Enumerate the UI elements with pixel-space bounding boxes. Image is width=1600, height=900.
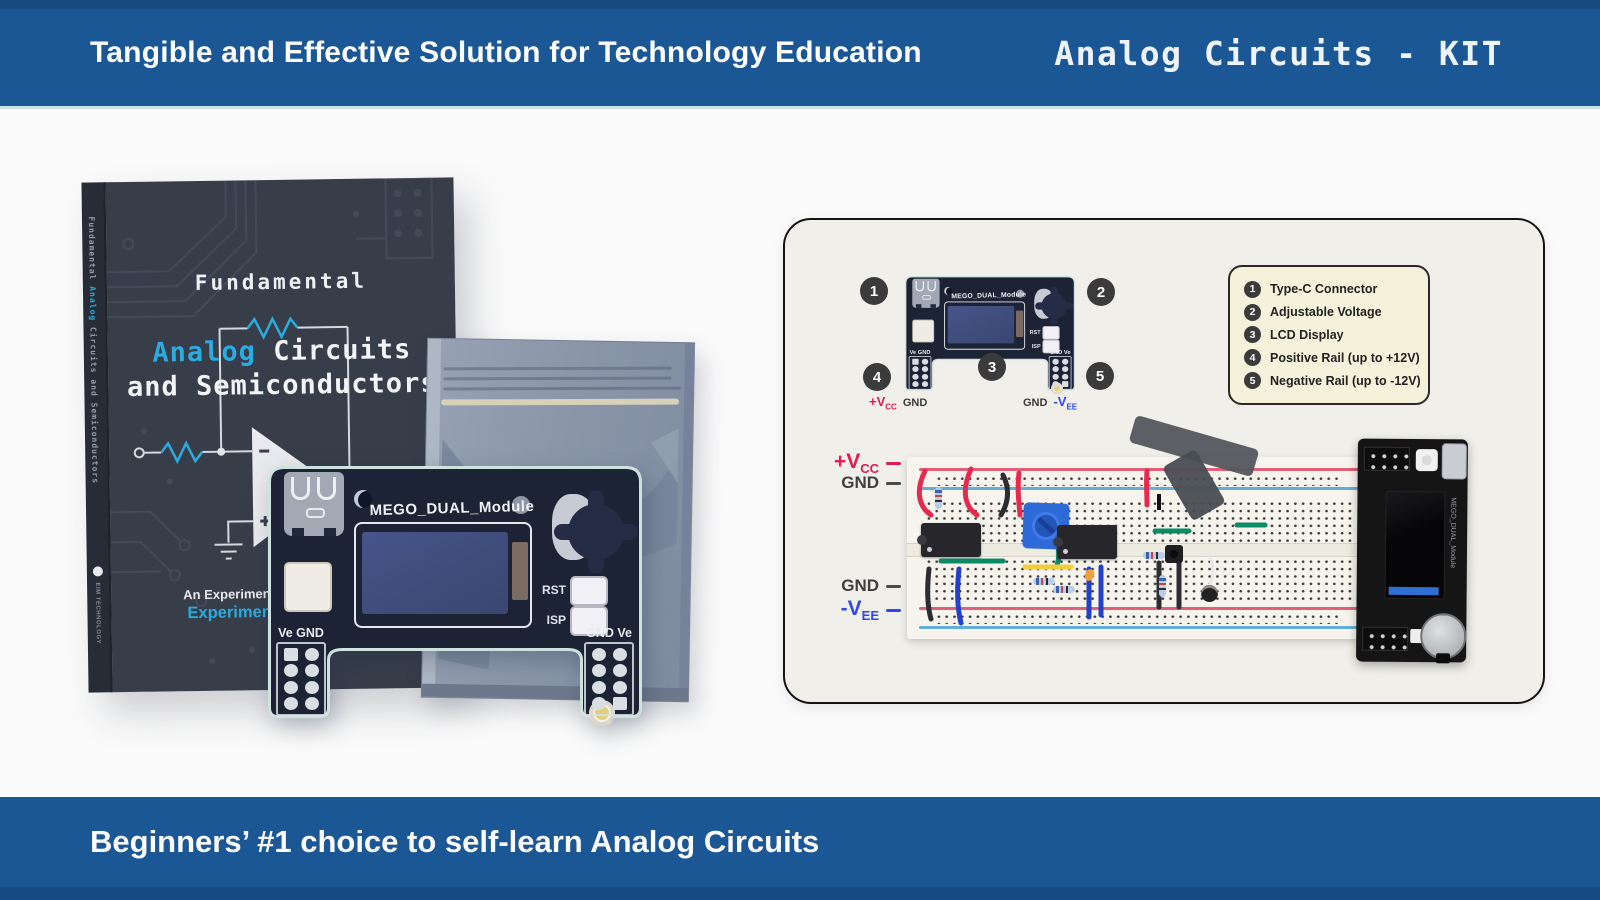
push-button — [1165, 545, 1183, 563]
pin-header-right — [584, 642, 634, 716]
pin-header — [1362, 626, 1409, 651]
rst-label: RST — [1029, 329, 1041, 336]
lcd-display — [1384, 490, 1446, 600]
book-title-line1: Analog Circuits — [152, 334, 412, 369]
mini-rail-label-left: +VCC GND — [869, 394, 928, 412]
pin-header-right — [1048, 356, 1072, 390]
tagline: Beginners’ #1 choice to self-learn Analo… — [90, 824, 820, 859]
callout-4: 4 — [863, 363, 891, 391]
callout-3: 3 — [978, 353, 1006, 381]
positive-rail-line — [919, 468, 1362, 471]
pin-header-left — [908, 356, 932, 390]
negative-rail-line — [919, 487, 1362, 490]
page-title: Tangible and Effective Solution for Tech… — [90, 36, 922, 69]
usb-c-connector — [912, 278, 940, 308]
left-header-label: Ve GND — [278, 626, 324, 640]
resistor — [935, 487, 942, 509]
isp-label: ISP — [546, 613, 566, 627]
mounting-hole — [354, 490, 372, 508]
tactile-button — [1415, 449, 1438, 472]
opamp-ic — [917, 523, 981, 557]
mounting-hole — [512, 496, 530, 514]
book-title-line2: and Semiconductors — [126, 367, 438, 404]
rst-button — [1042, 326, 1060, 340]
lcd-display — [362, 532, 508, 614]
mounting-hole — [1016, 289, 1025, 298]
negative-rail-line — [919, 626, 1362, 629]
callout-1: 1 — [860, 277, 888, 305]
positive-rail-line — [919, 607, 1362, 610]
resistor — [1143, 552, 1165, 559]
rst-button — [570, 576, 608, 606]
top-banner: Tangible and Effective Solution for Tech… — [0, 0, 1600, 109]
lcd-bezel — [354, 522, 532, 628]
rail-label-vcc: +VCC — [815, 450, 901, 476]
banner-shade — [0, 0, 1600, 9]
pin-header-left — [276, 642, 326, 716]
breadboard — [907, 457, 1374, 639]
knob-pointer — [1436, 653, 1451, 664]
bottom-banner: Beginners’ #1 choice to self-learn Analo… — [0, 797, 1600, 900]
flex-cable — [1016, 310, 1024, 337]
tactile-button — [284, 562, 615, 726]
breadboard-holes — [923, 498, 1355, 542]
lcd-display — [947, 306, 1015, 344]
opamp-ic — [1053, 525, 1117, 559]
left-header-label: Ve GND — [909, 348, 931, 356]
rail-label-vee: -VEE — [815, 597, 901, 623]
pin-header — [1363, 446, 1410, 471]
voltage-knob — [1035, 286, 1074, 326]
mego-dual-module-mini: MEGO_DUAL_Module RST ISP Ve GND GND Ve — [905, 276, 1076, 395]
flex-cable — [512, 542, 528, 600]
resistor — [1053, 586, 1075, 593]
isp-button — [570, 606, 608, 636]
book-pretitle: Fundamental — [194, 268, 368, 296]
mego-dual-module: MEGO_DUAL_Module RST ISP Ve GND GND Ve — [268, 466, 642, 726]
rail-holes — [933, 611, 1341, 624]
probe-connector — [1157, 494, 1189, 510]
rail-label-gnd-top: GND — [815, 473, 901, 493]
resistor — [1159, 575, 1166, 597]
spine-brand: EIM TECHNOLOGY — [94, 582, 101, 645]
mini-module-diagram: MEGO_DUAL_Module RST ISP Ve GND GND Ve — [905, 276, 1076, 395]
kit-title: Analog Circuits - KIT — [1054, 33, 1503, 73]
callout-2: 2 — [1087, 278, 1115, 306]
right-header-label: GND Ve — [1049, 348, 1071, 356]
kit-diagram-panel: MEGO_DUAL_Module RST ISP Ve GND GND Ve 1… — [783, 218, 1545, 704]
callout-5: 5 — [1086, 362, 1114, 390]
lcd-flex-strip — [1388, 586, 1439, 596]
voltage-knob — [554, 490, 638, 574]
module-silkscreen-title: MEGO_DUAL_Module — [1448, 497, 1457, 569]
usb-c-connector — [284, 472, 344, 536]
capacitor — [1201, 585, 1218, 602]
mini-rail-label-right: GND -VEE — [1023, 394, 1078, 412]
spine-title: Fundamental Analog Circuits and Semicond… — [86, 216, 100, 485]
right-header-label: GND Ve — [586, 626, 632, 640]
spine-logo-icon — [92, 566, 103, 577]
lcd-bezel — [944, 301, 1026, 350]
rail-holes — [933, 473, 1341, 486]
isp-button — [1042, 339, 1060, 354]
rail-label-gnd-bottom: GND — [815, 576, 901, 596]
rst-label: RST — [542, 583, 566, 597]
usb-c-connector — [1441, 443, 1467, 480]
banner-shade — [0, 887, 1600, 900]
mounting-hole — [944, 286, 953, 296]
tactile-button — [912, 319, 1063, 395]
resistor — [1033, 578, 1055, 585]
mego-module-photo: MEGO_DUAL_Module — [1356, 438, 1468, 664]
isp-label: ISP — [1031, 342, 1041, 350]
